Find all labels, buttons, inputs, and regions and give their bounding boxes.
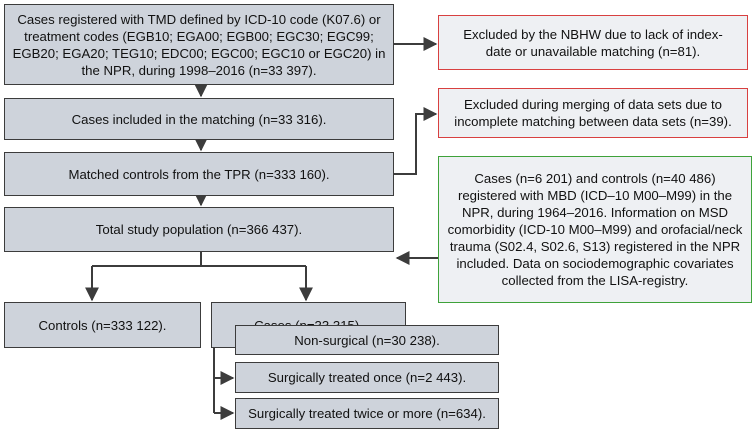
box-excluded-nbhw: Excluded by the NBHW due to lack of inde… <box>438 15 748 70</box>
box-surgical-twice: Surgically treated twice or more (n=634)… <box>235 398 499 429</box>
box-matched-controls-text: Matched controls from the TPR (n=333 160… <box>68 166 330 182</box>
box-registered-cases: Cases registered with TMD defined by ICD… <box>4 4 394 85</box>
box-included-matching: Cases included in the matching (n=33 316… <box>4 98 394 140</box>
box-controls: Controls (n=333 122). <box>4 302 201 348</box>
box-included-matching-text: Cases included in the matching (n=33 316… <box>71 111 327 127</box>
box-total-population-text: Total study population (n=366 437). <box>95 222 303 237</box>
box-excluded-nbhw-text: Excluded by the NBHW due to lack of inde… <box>463 26 723 59</box>
box-surgical-twice-text: Surgically treated twice or more (n=634)… <box>248 406 486 421</box>
arrow-to-excluded-merging <box>394 107 438 175</box>
box-registered-cases-text: Cases registered with TMD defined by ICD… <box>12 11 386 78</box>
box-surgical-once-text: Surgically treated once (n=2 443). <box>267 370 467 385</box>
box-excluded-merging-text: Excluded during merging of data sets due… <box>454 97 732 129</box>
box-surgical-once: Surgically treated once (n=2 443). <box>235 362 499 393</box>
box-controls-text: Controls (n=333 122). <box>38 317 167 333</box>
box-matched-controls: Matched controls from the TPR (n=333 160… <box>4 152 394 196</box>
box-total-population: Total study population (n=366 437). <box>4 207 394 252</box>
box-non-surgical: Non-surgical (n=30 238). <box>235 325 499 355</box>
box-covariates-text: Cases (n=6 201) and controls (n=40 486) … <box>447 171 743 288</box>
box-non-surgical-text: Non-surgical (n=30 238). <box>294 332 440 348</box>
box-covariates: Cases (n=6 201) and controls (n=40 486) … <box>438 156 752 303</box>
box-excluded-merging: Excluded during merging of data sets due… <box>438 88 748 138</box>
